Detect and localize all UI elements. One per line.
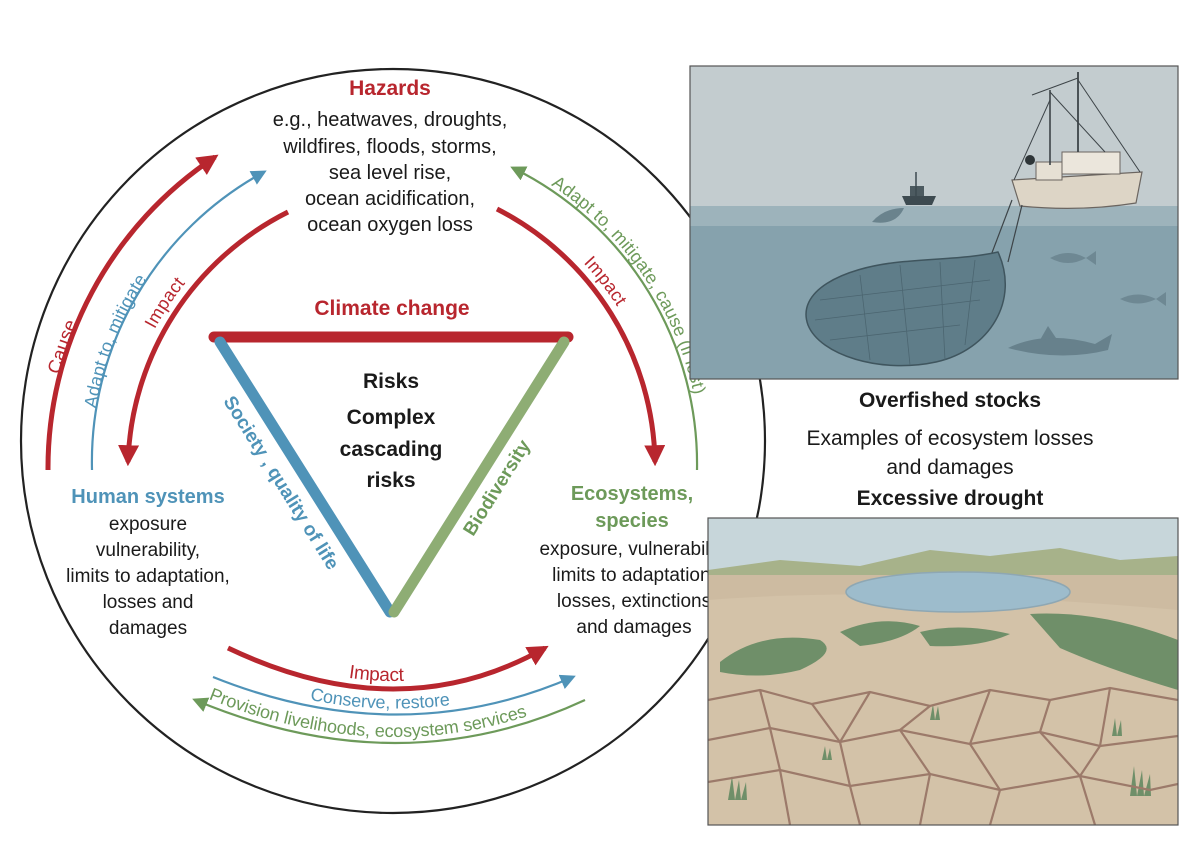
trawler-icon — [1011, 72, 1143, 209]
adapt-mitigate-cause-label: Adapt to, mitigate, cause (if lost) — [549, 172, 710, 396]
society-label: Society , quality of life — [219, 392, 343, 573]
examples-caption-line: and damages — [886, 456, 1014, 479]
grass-icon — [720, 613, 1178, 800]
impact-left-arrow — [118, 209, 290, 467]
ecosystems-line: losses, extinctions — [557, 591, 711, 612]
risks-line: cascading — [340, 438, 443, 461]
human-systems-line: vulnerability, — [96, 540, 200, 561]
human-systems-line: damages — [109, 618, 187, 639]
ecosystems-details: exposure, vulnerability limits to adapta… — [539, 539, 729, 638]
shark-icon — [1008, 326, 1112, 356]
hazards-line: sea level rise, — [329, 162, 451, 184]
hazards-line: wildfires, floods, storms, — [282, 136, 496, 158]
impact-bottom-arrow — [226, 645, 549, 692]
hazards-line: e.g., heatwaves, droughts, — [273, 109, 508, 131]
boat-icon — [902, 172, 936, 205]
impact-right-arrow — [495, 206, 666, 467]
examples-caption: Examples of ecosystem losses and damages — [700, 424, 1200, 482]
drought-frame — [707, 517, 1179, 826]
human-systems-title: Human systems — [71, 486, 224, 508]
conserve-restore-arrow — [212, 674, 576, 716]
human-systems-line: limits to adaptation, — [66, 566, 230, 587]
hazards-line: ocean acidification, — [305, 188, 475, 210]
drought-illustration — [708, 518, 1178, 825]
human-systems-line: exposure — [109, 514, 187, 535]
triangle-biodiversity-edge — [388, 336, 570, 618]
ecosystems-title: Ecosystems, — [571, 483, 693, 505]
risks-line: Complex — [347, 406, 436, 429]
risks-center: Risks Complex cascading risks — [340, 370, 443, 492]
cracked-soil-icon — [708, 686, 1178, 825]
cause-arrow — [45, 154, 219, 471]
adapt-mitigate-cause-arrow — [510, 166, 699, 471]
hazards-examples: e.g., heatwaves, droughts, wildfires, fl… — [273, 109, 508, 236]
impact-bottom-label: Impact — [348, 662, 405, 686]
human-systems-details: exposure vulnerability, limits to adapta… — [66, 514, 230, 639]
examples-caption-line: Examples of ecosystem losses — [806, 427, 1094, 450]
ecosystems-title-species: species — [595, 510, 668, 532]
provision-arrow — [192, 697, 586, 745]
adapt-mitigate-arrow — [90, 170, 267, 471]
hazards-title: Hazards — [349, 77, 431, 100]
risks-line: risks — [366, 469, 415, 492]
small-net-icon — [872, 208, 904, 223]
overfished-frame — [689, 65, 1179, 380]
overfished-caption: Overfished stocks — [858, 389, 1042, 412]
human-systems-line: losses and — [103, 592, 194, 613]
ecosystems-line: and damages — [576, 617, 691, 638]
overfished-illustration — [690, 66, 1178, 379]
outer-circle — [19, 67, 767, 815]
fishing-net-icon — [805, 199, 1023, 367]
hazards-line: ocean oxygen loss — [307, 214, 473, 236]
ecosystems-line: limits to adaptation, — [552, 565, 716, 586]
cause-label: Cause — [44, 317, 82, 376]
drought-caption: Excessive drought — [856, 487, 1044, 510]
pond-icon — [845, 571, 1071, 613]
climate-change-label: Climate change — [314, 297, 469, 320]
ecosystems-line: exposure, vulnerability — [539, 539, 729, 560]
triangle-society-edge — [214, 336, 396, 618]
risks-line: Risks — [363, 370, 419, 393]
fish-icon — [1050, 251, 1166, 306]
